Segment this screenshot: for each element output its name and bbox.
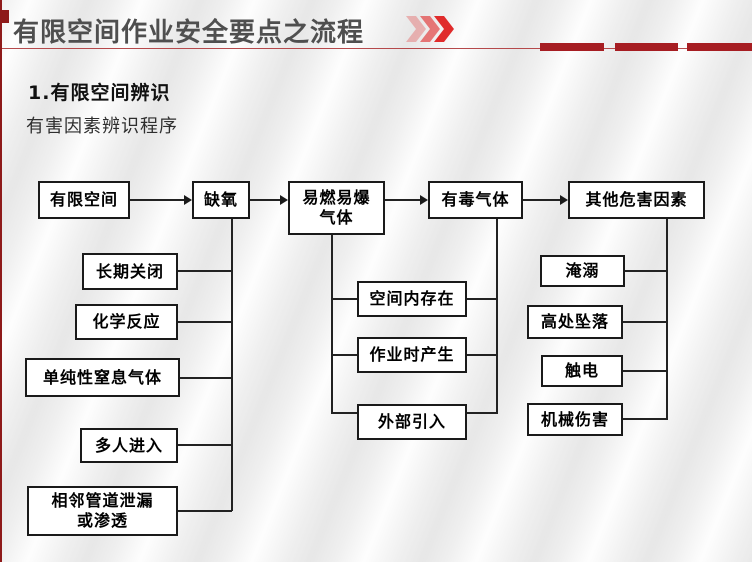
node-other-hazard-factors: 其他危害因素 — [568, 181, 705, 219]
connector-line — [331, 235, 333, 414]
node-fall-from-height: 高处坠落 — [527, 305, 623, 339]
connector-line — [623, 321, 667, 323]
connector-line — [130, 199, 184, 201]
title-accent-square — [0, 10, 9, 23]
node-label: 或渗透 — [76, 511, 128, 530]
connector-line — [467, 354, 497, 356]
header-rule-line — [0, 48, 752, 49]
connector-line — [250, 199, 280, 201]
connector-line — [178, 444, 232, 446]
node-label: 单纯性窒息气体 — [42, 367, 162, 387]
node-adjacent-pipeline-leak: 相邻管道泄漏 或渗透 — [27, 486, 178, 536]
node-label: 缺氧 — [203, 190, 238, 209]
section-heading: 1.有限空间辨识 — [28, 82, 171, 104]
connector-line — [467, 412, 497, 414]
connector-line — [178, 270, 232, 272]
node-long-term-closure: 长期关闭 — [82, 253, 178, 290]
node-mechanical-injury: 机械伤害 — [527, 403, 623, 436]
connector-line — [332, 298, 357, 300]
node-label: 多人进入 — [94, 435, 163, 455]
connector-line — [178, 510, 232, 512]
connector-line — [623, 370, 667, 372]
node-label: 触电 — [564, 361, 599, 380]
node-label: 高处坠落 — [540, 312, 609, 331]
connector-line — [623, 418, 667, 420]
node-existing-in-space: 空间内存在 — [357, 281, 467, 317]
arrow-right-icon — [184, 195, 192, 205]
node-label: 气体 — [319, 208, 354, 227]
node-label: 化学反应 — [92, 312, 161, 331]
connector-line — [180, 377, 232, 379]
connector-line — [231, 219, 233, 511]
connector-line — [332, 354, 357, 356]
connector-line — [523, 199, 560, 201]
section-subheading: 有害因素辨识程序 — [26, 116, 178, 137]
node-drowning: 淹溺 — [540, 255, 625, 287]
node-label: 相邻管道泄漏 — [51, 491, 154, 510]
triple-chevron-icon — [406, 16, 454, 42]
node-toxic-gas: 有毒气体 — [428, 181, 523, 219]
node-label: 长期关闭 — [95, 261, 164, 281]
header-dash-2 — [615, 43, 678, 51]
connector-line — [625, 270, 667, 272]
arrow-right-icon — [560, 195, 568, 205]
node-label: 有毒气体 — [441, 190, 510, 209]
node-electric-shock: 触电 — [541, 355, 623, 387]
node-generated-during-work: 作业时产生 — [357, 337, 467, 373]
node-label: 作业时产生 — [369, 345, 455, 364]
connector-line — [467, 298, 497, 300]
arrow-right-icon — [420, 195, 428, 205]
node-label: 外部引入 — [377, 412, 446, 431]
node-label: 有限空间 — [49, 190, 118, 209]
node-oxygen-deficiency: 缺氧 — [192, 181, 250, 219]
node-simple-asphyxiant-gas: 单纯性窒息气体 — [25, 358, 180, 397]
left-edge-accent-bar — [0, 0, 2, 562]
connector-line — [666, 219, 668, 420]
node-flammable-explosive-gas: 易燃易爆 气体 — [288, 181, 385, 235]
connector-line — [496, 219, 498, 414]
node-confined-space: 有限空间 — [38, 181, 130, 219]
node-external-introduction: 外部引入 — [357, 404, 467, 440]
node-label: 淹溺 — [565, 261, 600, 280]
node-label: 空间内存在 — [369, 289, 455, 308]
page-title: 有限空间作业安全要点之流程 — [13, 18, 365, 48]
header-dash-3 — [687, 43, 752, 51]
node-chemical-reaction: 化学反应 — [75, 304, 178, 340]
node-multiple-people-entering: 多人进入 — [80, 428, 178, 463]
connector-line — [332, 412, 357, 414]
header-dash-1 — [540, 43, 604, 51]
arrow-right-icon — [280, 195, 288, 205]
node-label: 机械伤害 — [540, 409, 609, 429]
connector-line — [178, 321, 232, 323]
node-label: 其他危害因素 — [585, 190, 688, 209]
node-label: 易燃易爆 — [302, 188, 371, 207]
connector-line — [385, 199, 420, 201]
